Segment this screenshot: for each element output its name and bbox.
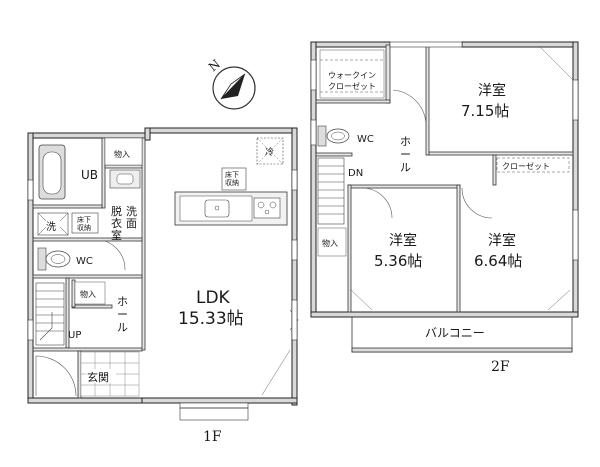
bedroom-1-name: 洋室 [478, 82, 506, 99]
walkin-closet-label-line-2: クローゼット [328, 81, 376, 91]
stove-icon [253, 197, 281, 219]
bedroom-2-area: 5.36帖 [374, 252, 422, 270]
entrance-door-swing-icon [35, 355, 77, 397]
kitchen-sink-icon [204, 199, 230, 218]
hall-1f-char-2: ー [117, 308, 128, 321]
underfloor-storage-label-1-line-1: 床下 [77, 215, 91, 224]
underfloor-storage-label-2-line-1: 床下 [225, 170, 239, 179]
washbasin-char-1: 洗 [126, 205, 137, 218]
entrance-label: 玄関 [87, 370, 109, 384]
underfloor-storage-label-1-line-2: 収納 [77, 223, 91, 232]
hall-1f-char-3: ル [117, 321, 128, 334]
windows-2f [310, 41, 579, 261]
bedroom-3-area: 6.64帖 [474, 252, 522, 270]
hall-1f-char-1: ホ [117, 295, 128, 308]
second-floor: ウォークイン クローゼット 洋室 7.15帖 WC ホ ー ル DN [310, 41, 579, 375]
kitchen-counter [174, 191, 288, 226]
second-floor-label: 2F [491, 359, 510, 375]
first-floor-label: 1F [203, 429, 222, 445]
hall-2f-char-2: ー [400, 148, 411, 161]
hall-2f-char-1: ホ [400, 135, 411, 148]
ldk-area: 15.33帖 [178, 309, 244, 329]
bedroom-2-name: 洋室 [389, 232, 417, 249]
first-floor: UB 物入 洗 床下 収納 脱 衣 室 洗 面 WC [27, 127, 299, 445]
washbasin-char-2: 面 [126, 217, 137, 230]
storage-label-2f: 物入 [322, 238, 338, 248]
stairs-down-label-2f: DN [348, 168, 363, 179]
storage-label-1f-top: 物入 [114, 149, 130, 159]
closet-label-2f: クローゼット [502, 161, 550, 171]
dressing-room-char-2: 衣 [111, 216, 122, 230]
hall-2f-char-3: ル [400, 161, 411, 174]
fridge-icon [256, 137, 284, 165]
first-floor-exterior-walls [27, 127, 298, 406]
wc-2f-label: WC [357, 134, 374, 145]
fridge-label: 冷 [265, 146, 274, 158]
bedroom-1-area: 7.15帖 [461, 102, 509, 120]
toilet-2f-icon [317, 125, 350, 147]
walkin-closet [319, 49, 385, 99]
walkin-closet-label-line-1: ウォークイン [328, 71, 376, 80]
wc-1f-label: WC [76, 256, 93, 267]
bathroom-label: UB [81, 168, 98, 182]
balcony [351, 316, 573, 353]
storage-label-1f-stairs: 物入 [80, 289, 96, 299]
ldk-name: LDK [196, 288, 231, 308]
underfloor-storage-label-2-line-2: 収納 [225, 178, 239, 187]
washing-machine-label: 洗 [46, 221, 56, 233]
stairs-up-label-1f: UP [68, 330, 81, 341]
bathroom: UB [38, 144, 98, 200]
balcony-label: バルコニー [425, 326, 485, 340]
stairs-1f [35, 282, 65, 346]
windows-1f [27, 169, 298, 421]
toilet-1f-icon [37, 247, 71, 271]
dressing-room-char-1: 脱 [111, 204, 122, 218]
compass-icon: N [206, 57, 256, 110]
first-floor-interior-walls [32, 137, 146, 399]
dressing-room-char-3: 室 [111, 228, 122, 242]
bedroom-3-name: 洋室 [488, 232, 516, 249]
stairs-2f [317, 157, 345, 225]
